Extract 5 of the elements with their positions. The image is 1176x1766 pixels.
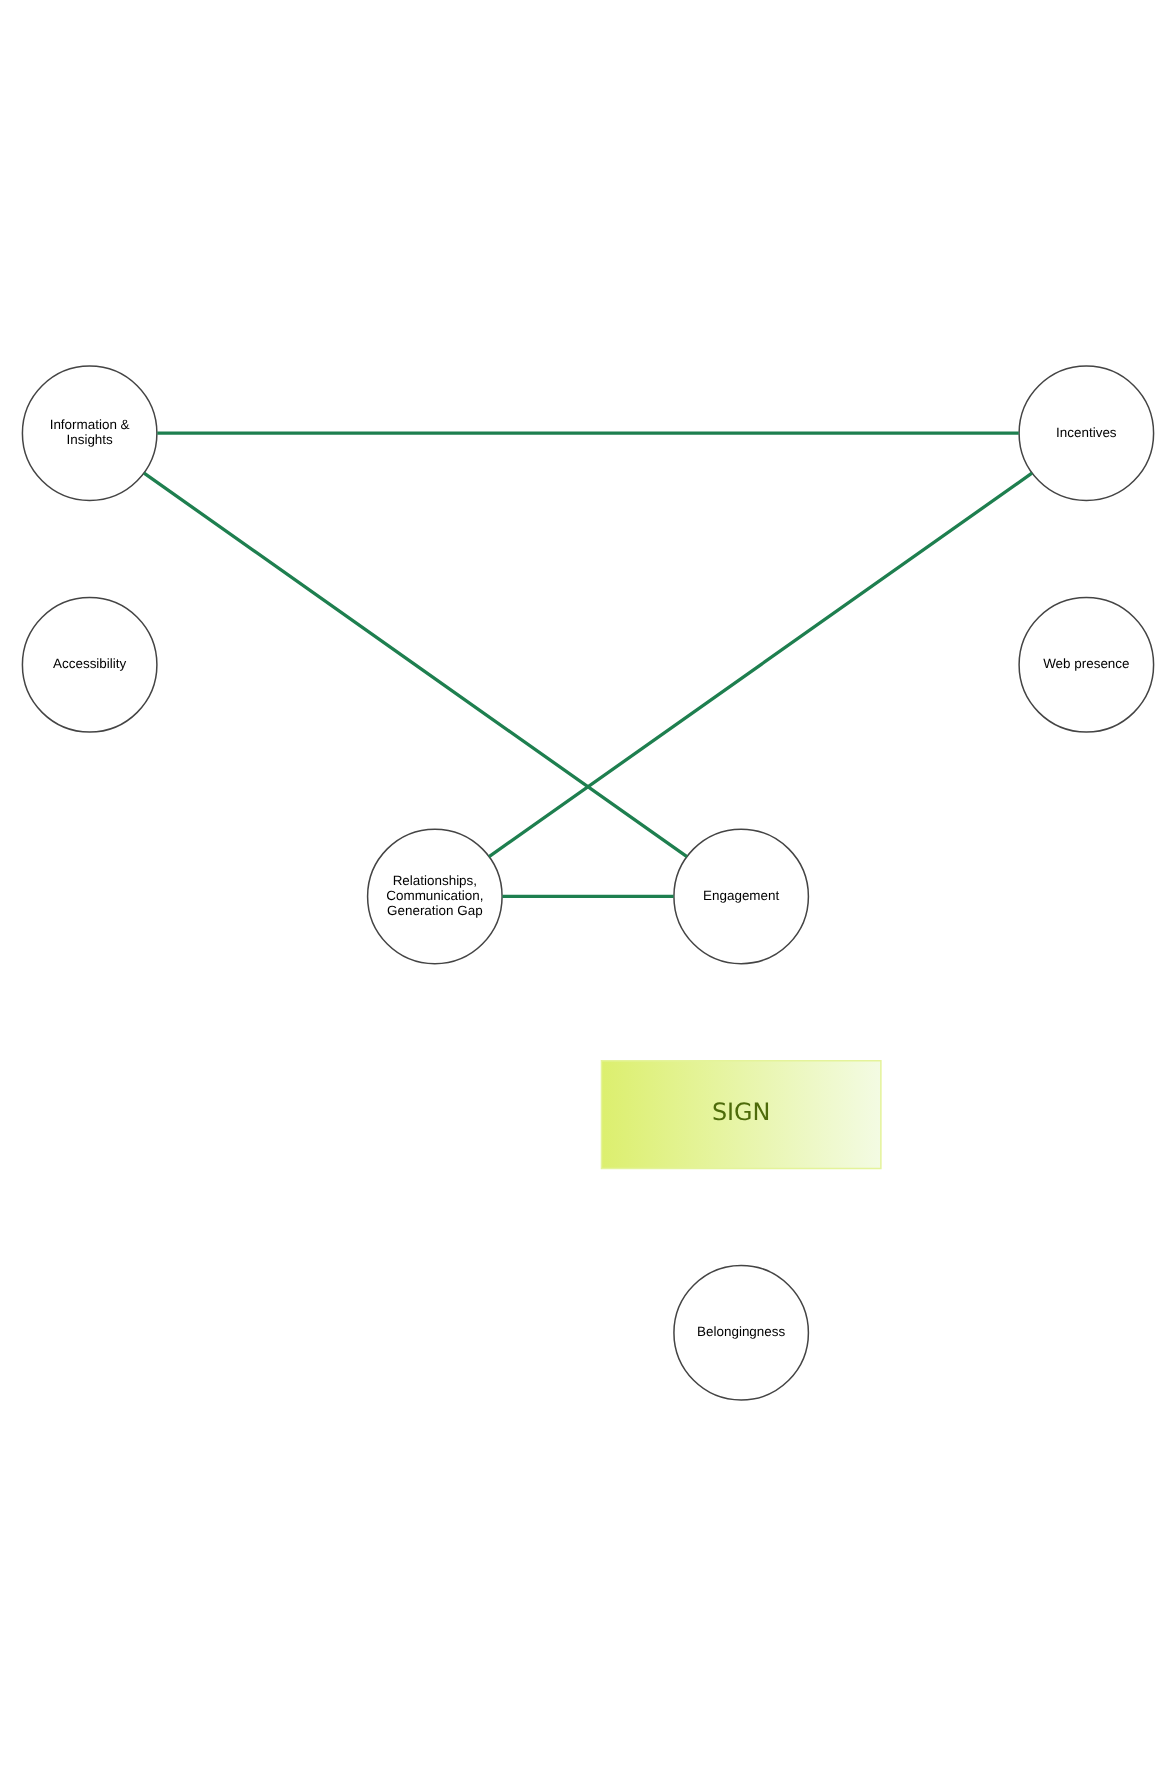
node-box: SIGN bbox=[600, 1060, 882, 1170]
connector bbox=[488, 471, 1033, 858]
connector bbox=[157, 431, 1019, 435]
connector bbox=[143, 471, 688, 858]
connector bbox=[502, 894, 674, 899]
